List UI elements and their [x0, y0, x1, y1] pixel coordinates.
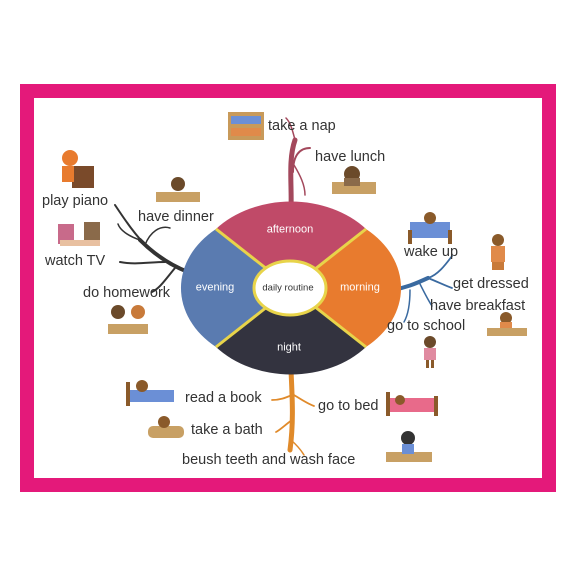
- activity-wake-up: wake up: [404, 244, 459, 260]
- afternoon-segment: [216, 201, 366, 288]
- activity-watch-tv: watch TV: [45, 253, 106, 269]
- dinner-icon: [156, 177, 200, 202]
- activity-have-breakfast: have breakfast: [430, 298, 526, 314]
- activity-play-piano: play piano: [42, 193, 109, 209]
- center-hub: [252, 259, 328, 317]
- sleeping-child-icon: [386, 392, 438, 416]
- activity-do-homework: do homework: [83, 285, 171, 301]
- night-segment: [216, 288, 366, 375]
- eating-lunch-icon: [332, 166, 376, 194]
- reading-child-icon: [126, 380, 174, 406]
- morning-label: morning: [340, 281, 380, 294]
- activity-have-dinner: have dinner: [138, 209, 214, 225]
- napping-kids-icon: [228, 112, 264, 140]
- activity-take-a-nap: take a nap: [268, 118, 336, 134]
- night-branches: [271, 367, 315, 456]
- homework-icon: [108, 305, 148, 334]
- waking-child-icon: [408, 212, 452, 244]
- bathtub-icon: [148, 416, 184, 438]
- central-circle: [180, 201, 402, 375]
- activity-have-lunch: have lunch: [315, 149, 386, 165]
- schoolgirl-icon: [424, 336, 436, 368]
- afternoon-label: afternoon: [266, 223, 314, 236]
- night-label: night: [277, 341, 301, 354]
- piano-player-icon: [62, 150, 94, 188]
- tv-watching-icon: [58, 222, 100, 246]
- afternoon-branches: [285, 117, 311, 211]
- breakfast-icon: [487, 312, 527, 336]
- morning-segment: [291, 229, 402, 347]
- evening-label: evening: [195, 281, 235, 294]
- evening-segment: [180, 229, 291, 347]
- dressing-child-icon: [491, 234, 505, 270]
- activity-read-a-book: read a book: [185, 390, 262, 406]
- activity-go-to-bed: go to bed: [318, 398, 379, 414]
- center-label: daily routine: [262, 282, 314, 294]
- activity-go-to-school: go to school: [387, 318, 466, 334]
- activity-take-a-bath: take a bath: [191, 422, 263, 438]
- activity-beush-teeth: beush teeth and wash face: [182, 452, 356, 468]
- activity-get-dressed: get dressed: [453, 276, 529, 292]
- brushing-teeth-icon: [386, 431, 432, 462]
- evening-branches: [114, 204, 190, 293]
